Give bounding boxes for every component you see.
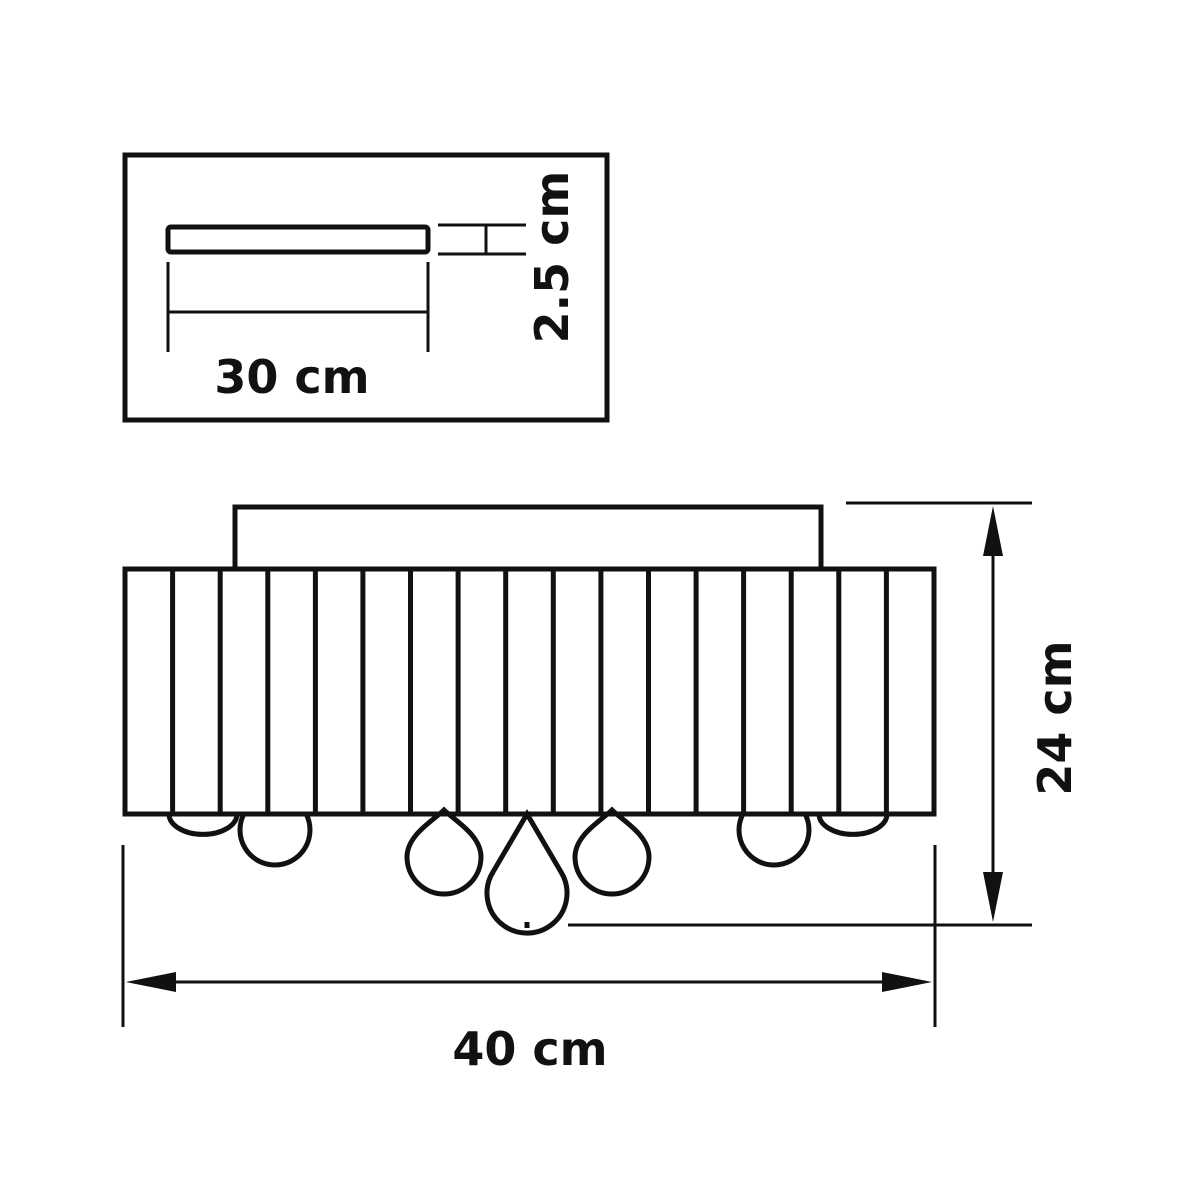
base-plate-profile <box>165 224 431 255</box>
base-plate-height-label: 2.5 cm <box>525 171 579 344</box>
base-plate-height-dimension: 2.5 cm <box>438 171 579 344</box>
crystal-drop <box>166 813 240 837</box>
rod-frame <box>122 566 937 817</box>
crystal-drop <box>404 806 484 897</box>
arrow-up-icon <box>983 506 1003 556</box>
arrow-down-icon <box>983 872 1003 922</box>
canopy <box>232 504 824 572</box>
chandelier-side-view <box>122 504 937 936</box>
crystal-drop <box>484 809 570 936</box>
crystal-drop <box>816 813 890 837</box>
fixture-height-label: 24 cm <box>1028 640 1082 795</box>
base-plate-width-dimension: 30 cm <box>166 262 430 404</box>
fixture-width-dimension: 40 cm <box>121 845 937 1076</box>
crystal-drops <box>166 806 890 936</box>
crystal-drop <box>736 812 812 868</box>
arrow-right-icon <box>882 972 932 992</box>
inset-frame <box>122 152 610 423</box>
fixture-width-label: 40 cm <box>452 1022 607 1076</box>
crystal-drop <box>237 812 313 868</box>
crystal-rods <box>170 569 889 814</box>
arrow-left-icon <box>126 972 176 992</box>
base-plate-inset: 30 cm 2.5 cm <box>122 152 610 423</box>
base-plate-width-label: 30 cm <box>214 350 369 404</box>
fixture-height-dimension: 24 cm <box>568 501 1082 927</box>
crystal-drop <box>572 806 652 897</box>
